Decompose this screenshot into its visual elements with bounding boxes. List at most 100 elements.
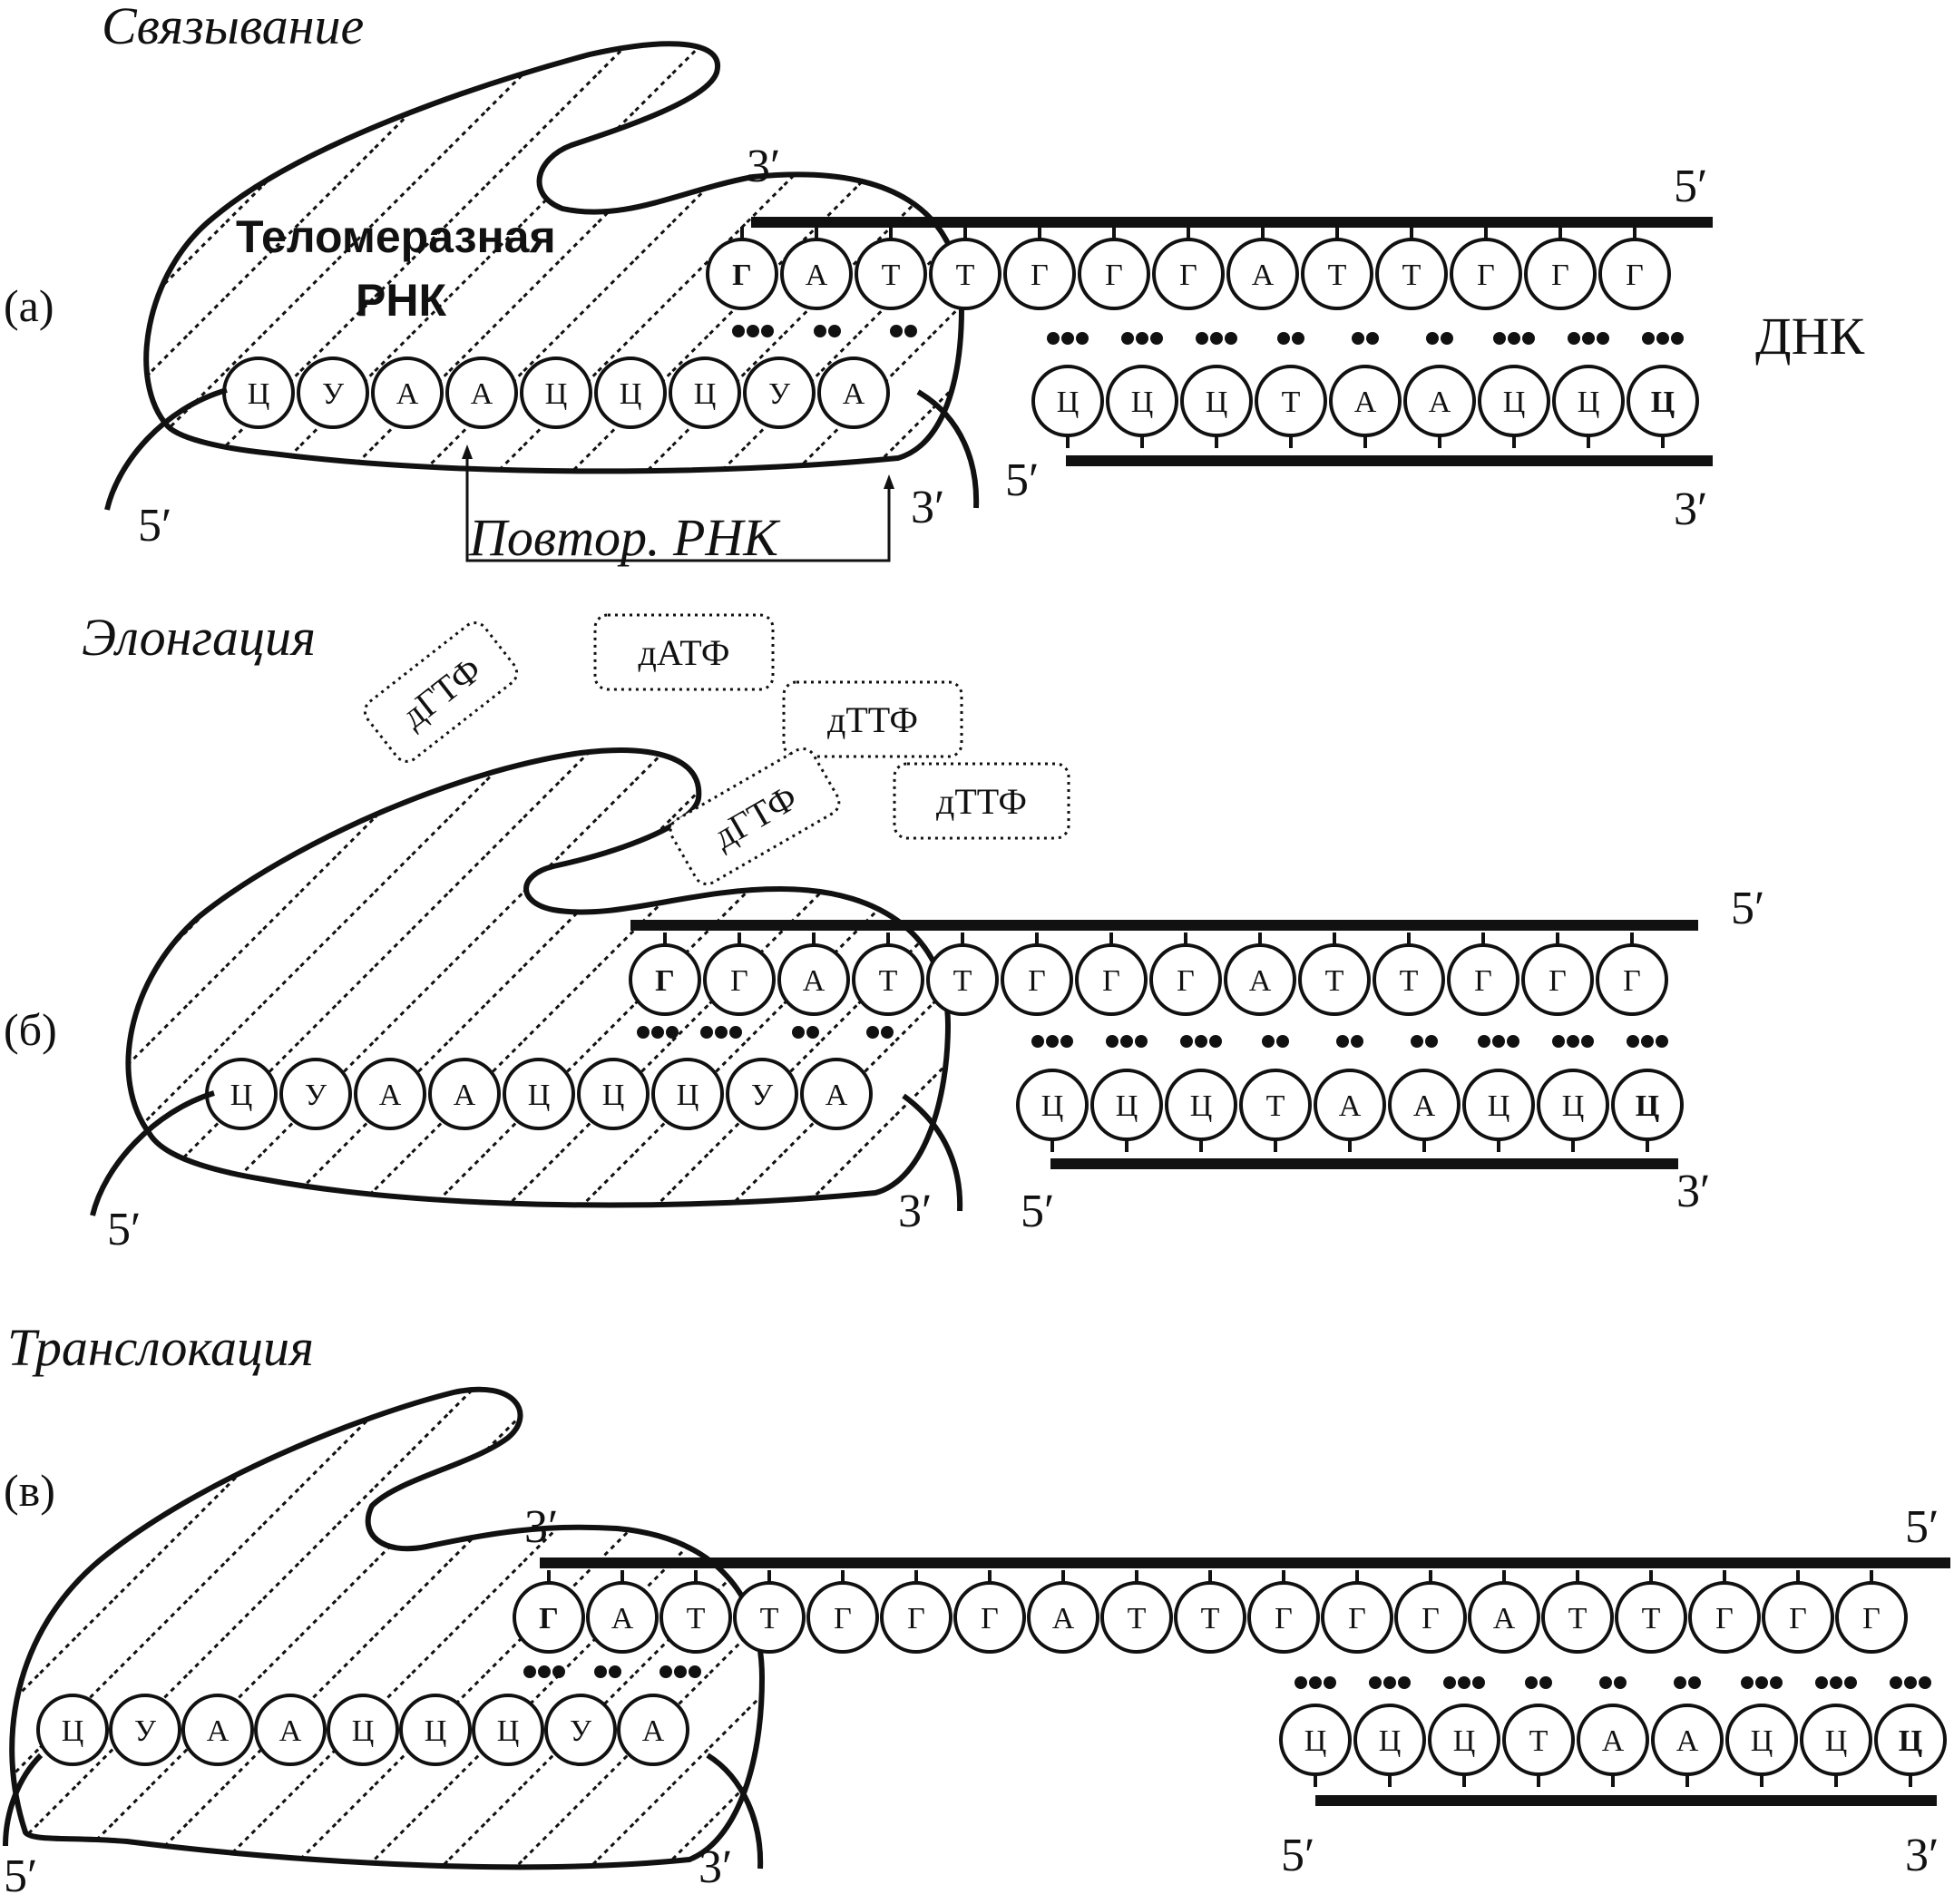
pairing-dot bbox=[1120, 1035, 1133, 1048]
base-bead bbox=[520, 356, 592, 429]
base-letter: У bbox=[768, 377, 791, 411]
base-bead bbox=[1541, 1581, 1614, 1654]
pairing-dot bbox=[1106, 1035, 1119, 1048]
base-bead bbox=[1003, 238, 1076, 310]
base-bead bbox=[1016, 1069, 1089, 1141]
base-letter: Ц bbox=[62, 1714, 84, 1748]
base-bead bbox=[1375, 238, 1448, 310]
base-letter: Ц bbox=[230, 1079, 253, 1112]
base-bead bbox=[1835, 1581, 1908, 1654]
base-letter: Т bbox=[1328, 259, 1347, 292]
pairing-dot bbox=[1324, 1676, 1336, 1689]
base-bead bbox=[544, 1694, 617, 1766]
nucleotide-dgtp-1: дГТФ bbox=[363, 621, 519, 763]
base-letter: Г bbox=[732, 259, 752, 292]
prime-5-bottom-a: 5′ bbox=[1005, 454, 1039, 506]
base-letter: Г bbox=[1715, 1602, 1734, 1635]
base-letter: Т bbox=[882, 259, 901, 292]
nucleotide-dgtp-2: дГТФ bbox=[669, 747, 841, 886]
base-letter: Ц bbox=[1041, 1089, 1064, 1123]
base-bead bbox=[1725, 1704, 1798, 1776]
base-bead bbox=[669, 356, 741, 429]
nucleotide-datp-label: дАТФ bbox=[639, 632, 730, 673]
pairing-dot bbox=[1276, 1035, 1289, 1048]
base-bead bbox=[1447, 943, 1519, 1016]
pairing-dot bbox=[594, 1665, 607, 1678]
nucleotide-datp: дАТФ bbox=[593, 613, 775, 691]
base-letter: Г bbox=[1626, 259, 1644, 292]
base-bead bbox=[1149, 943, 1222, 1016]
base-bead bbox=[1152, 238, 1225, 310]
base-letter: У bbox=[305, 1079, 327, 1112]
prime-3-bottom-c: 3′ bbox=[1905, 1830, 1939, 1881]
base-letter: А bbox=[471, 377, 493, 411]
pairing-dot bbox=[1262, 1035, 1275, 1048]
base-bead bbox=[1615, 1581, 1687, 1654]
base-bead bbox=[1224, 943, 1296, 1016]
base-bead bbox=[855, 238, 927, 310]
base-letter: Г bbox=[1862, 1602, 1881, 1635]
base-bead bbox=[929, 238, 1001, 310]
pairing-dot bbox=[1674, 1676, 1686, 1689]
base-letter: Г bbox=[1028, 964, 1046, 998]
pairing-dot bbox=[806, 1026, 819, 1039]
pairing-dot bbox=[1180, 1035, 1193, 1048]
repeat-arrow-right bbox=[884, 474, 894, 489]
base-letter: Т bbox=[1642, 1602, 1661, 1635]
base-bead bbox=[279, 1058, 352, 1130]
pairing-dot bbox=[1295, 1676, 1307, 1689]
pairing-dot bbox=[1195, 1035, 1207, 1048]
base-bead bbox=[1403, 365, 1476, 437]
base-bead bbox=[254, 1694, 327, 1766]
base-bead bbox=[926, 943, 999, 1016]
base-bead bbox=[1165, 1069, 1237, 1141]
base-bead bbox=[297, 356, 369, 429]
base-letter: Ц bbox=[528, 1079, 551, 1112]
pairing-dot bbox=[1656, 332, 1669, 345]
base-bead bbox=[1106, 365, 1178, 437]
pairing-dot bbox=[1539, 1676, 1552, 1689]
base-letter: Т bbox=[1282, 386, 1301, 419]
pairing-dot bbox=[666, 1026, 679, 1039]
rna-repeat-label: Повтор. РНК bbox=[468, 508, 781, 567]
pairing-dot bbox=[1031, 1035, 1044, 1048]
enzyme-label-line1: Теломеразная bbox=[236, 211, 556, 262]
pairing-dot bbox=[1426, 332, 1439, 345]
pairing-dot bbox=[1582, 332, 1595, 345]
pairing-dot bbox=[828, 325, 841, 337]
base-bead bbox=[659, 1581, 732, 1654]
base-bead bbox=[1596, 943, 1668, 1016]
prime-3-bottom-a: 3′ bbox=[1674, 483, 1707, 535]
base-letter: А bbox=[207, 1714, 230, 1748]
base-letter: А bbox=[642, 1714, 665, 1748]
base-bead bbox=[1388, 1069, 1461, 1141]
base-bead bbox=[1314, 1069, 1386, 1141]
base-letter: А bbox=[1602, 1724, 1625, 1758]
base-bead bbox=[1611, 1069, 1684, 1141]
base-bead bbox=[1468, 1581, 1540, 1654]
base-letter: А bbox=[803, 964, 826, 998]
pairing-dot bbox=[1472, 1676, 1485, 1689]
pairing-dot bbox=[1046, 1035, 1059, 1048]
base-letter: А bbox=[379, 1079, 402, 1112]
prime-3-top-c: 3′ bbox=[524, 1501, 558, 1553]
base-bead bbox=[800, 1058, 873, 1130]
base-letter: А bbox=[454, 1079, 476, 1112]
base-letter: Г bbox=[1179, 259, 1197, 292]
prime-5-top-b: 5′ bbox=[1731, 883, 1764, 934]
base-letter: Ц bbox=[1899, 1724, 1922, 1758]
base-bead bbox=[1524, 238, 1597, 310]
base-bead bbox=[1255, 365, 1327, 437]
base-letter: Г bbox=[981, 1602, 999, 1635]
prime-5-rna-a: 5′ bbox=[138, 500, 171, 552]
base-letter: Ц bbox=[545, 377, 568, 411]
base-bead bbox=[1800, 1704, 1872, 1776]
pairing-dot bbox=[1567, 1035, 1579, 1048]
base-letter: Г bbox=[539, 1602, 559, 1635]
base-letter: Ц bbox=[602, 1079, 625, 1112]
base-letter: Ц bbox=[1453, 1724, 1476, 1758]
base-letter: Г bbox=[1102, 964, 1120, 998]
